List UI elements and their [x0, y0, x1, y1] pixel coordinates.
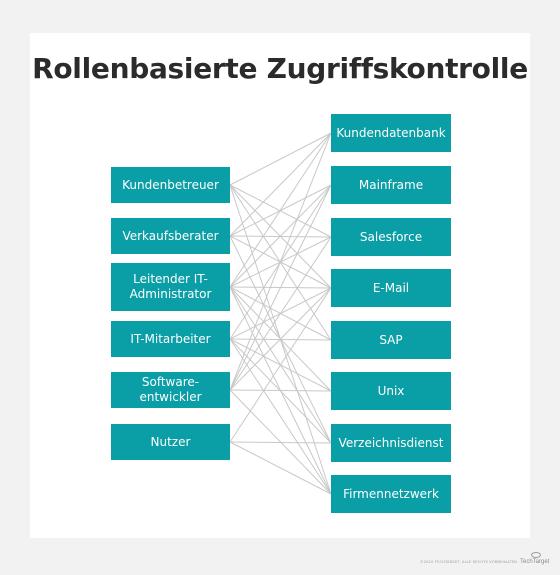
- role-box-nutzer: Nutzer: [111, 424, 230, 460]
- eye-icon: [531, 552, 541, 558]
- brand-name: TechTarget: [520, 559, 550, 565]
- system-box-salesforce: Salesforce: [331, 218, 451, 256]
- role-box-kundenbetreuer: Kundenbetreuer: [111, 167, 230, 203]
- system-box-kundendatenbank: Kundendatenbank: [331, 114, 451, 152]
- role-box-it-admin: Leitender IT- Administrator: [111, 263, 230, 311]
- copyright-footer: ©2020 TECHTARGET. ALLE RECHTE VORBEHALTE…: [420, 560, 518, 564]
- system-box-unix: Unix: [331, 372, 451, 410]
- system-box-verzeichnisdienst: Verzeichnisdienst: [331, 424, 451, 462]
- role-box-verkaufsberater: Verkaufsberater: [111, 218, 230, 254]
- role-box-softwareentwickler: Software- entwickler: [111, 372, 230, 408]
- system-box-firmennetzwerk: Firmennetzwerk: [331, 475, 451, 513]
- diagram-card: [30, 33, 530, 538]
- system-box-email: E-Mail: [331, 269, 451, 307]
- diagram-title: Rollenbasierte Zugriffskontrolle: [32, 52, 528, 85]
- system-box-sap: SAP: [331, 321, 451, 359]
- brand-logo: TechTarget: [520, 552, 554, 570]
- system-box-mainframe: Mainframe: [331, 166, 451, 204]
- role-box-it-mitarbeiter: IT-Mitarbeiter: [111, 321, 230, 357]
